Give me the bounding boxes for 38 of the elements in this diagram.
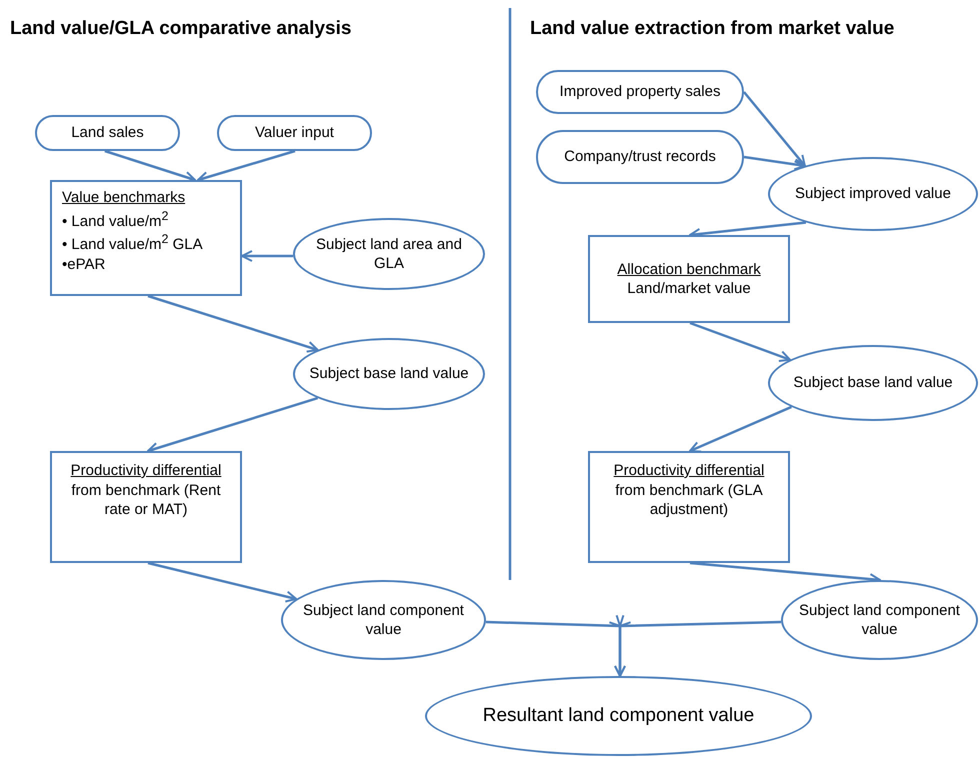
node-label: from benchmark (Rent rate or MAT)	[71, 482, 221, 518]
node-label: Subject base land value	[793, 373, 953, 393]
box-heading: Productivity differential	[614, 462, 764, 479]
process-box	[588, 235, 790, 323]
arrow	[690, 322, 791, 362]
arrow	[147, 396, 318, 454]
node-label: Improved property sales	[560, 82, 720, 102]
arrow	[148, 562, 298, 603]
process-box	[50, 180, 242, 296]
process-box	[588, 451, 790, 563]
arrow	[241, 250, 294, 262]
list-item: • Land value/m$^{2}$ GLA	[62, 231, 203, 254]
section-heading: Land value extraction from market value	[530, 18, 894, 40]
node-label: Valuer input	[255, 123, 334, 143]
node-label: Subject land component value	[302, 600, 465, 640]
arrow	[744, 156, 806, 170]
list-item: •ePAR	[62, 254, 106, 274]
node-label: Resultant land component value	[482, 704, 754, 728]
box-heading: Value benchmarks	[62, 188, 186, 208]
box-heading: Productivity differential	[70, 462, 222, 479]
list-item: • Land value/m$^{2}$	[62, 208, 168, 231]
process-box	[50, 451, 242, 563]
node-label: from benchmark (GLA adjustment)	[615, 482, 763, 518]
node-label: Company/trust records	[564, 147, 716, 167]
arrow	[743, 91, 806, 167]
node-label: Subject improved value	[795, 184, 951, 204]
node-label: Subject land area and GLA	[315, 234, 463, 274]
node-label: Land sales	[71, 123, 144, 143]
node-label: Land/market value	[627, 279, 751, 298]
section-heading: Land value/GLA comparative analysis	[10, 18, 352, 40]
node-label: Subject land component value	[798, 600, 961, 640]
arrow	[104, 150, 196, 183]
arrow	[148, 294, 319, 353]
arrow	[614, 615, 782, 676]
arrow	[689, 406, 792, 453]
node-label: Subject base land value	[309, 364, 469, 384]
box-heading: Allocation benchmark	[617, 260, 761, 279]
arrow	[197, 150, 296, 183]
